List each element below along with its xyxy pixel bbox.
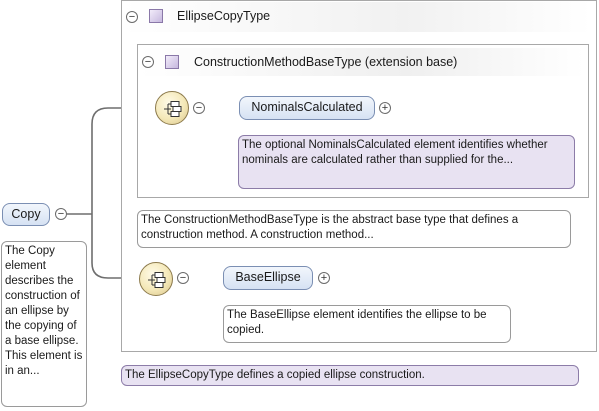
outer-type-doc-note: The EllipseCopyType defines a copied ell… [121,365,579,386]
branch-connector [91,107,109,279]
outer-type-title: EllipseCopyType [177,9,271,23]
root-element-copy[interactable]: Copy [2,203,50,226]
complex-type-icon [165,55,179,69]
outer-type-header [122,2,592,32]
sequence-glyph-icon [164,101,182,117]
sequence-compositor-icon[interactable] [155,91,189,125]
root-collapse-icon[interactable]: − [55,208,67,220]
inner-type-doc-note: The ConstructionMethodBaseType is the ab… [137,210,571,248]
base-ellipse-expand-icon[interactable]: + [318,272,330,284]
nominals-doc-note: The optional NominalsCalculated element … [238,135,575,189]
inner-type-title: ConstructionMethodBaseType (extension ba… [194,55,458,69]
inner-collapse-icon[interactable]: − [142,56,154,68]
root-doc-note: The Copy element describes the construct… [1,241,87,407]
inner-type-header [139,48,585,76]
sequence-glyph-icon [148,272,166,288]
seq1-collapse-icon[interactable]: − [193,102,205,114]
seq2-collapse-icon[interactable]: − [177,272,189,284]
base-ellipse-doc-note: The BaseEllipse element identifies the e… [223,305,511,343]
nominals-expand-icon[interactable]: + [379,102,391,114]
complex-type-icon [149,9,163,23]
element-base-ellipse[interactable]: BaseEllipse [223,266,313,290]
element-nominals-calculated[interactable]: NominalsCalculated [239,96,375,120]
sequence-compositor-icon[interactable] [139,262,173,296]
outer-collapse-icon[interactable]: − [126,11,138,23]
